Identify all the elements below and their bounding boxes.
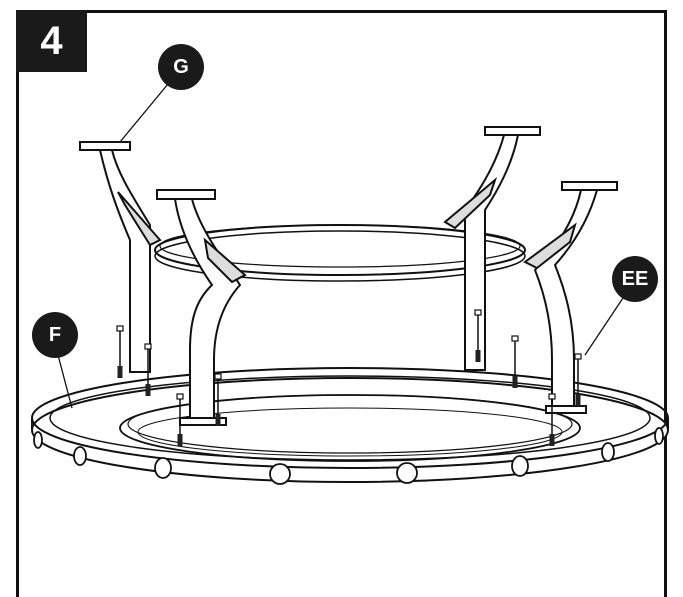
callout-g: G bbox=[158, 44, 204, 90]
step-number-badge: 4 bbox=[16, 10, 87, 72]
upper-ring bbox=[154, 224, 526, 282]
leg-back-right bbox=[443, 126, 541, 371]
leader-lines bbox=[57, 83, 626, 409]
leg-front-left bbox=[156, 189, 247, 426]
callout-f: F bbox=[32, 312, 78, 358]
diagram-frame bbox=[16, 10, 667, 597]
ring-holes bbox=[33, 427, 664, 485]
leg-front-right bbox=[523, 181, 618, 414]
leg-back-left bbox=[79, 141, 162, 373]
callout-ee: EE bbox=[612, 256, 658, 302]
